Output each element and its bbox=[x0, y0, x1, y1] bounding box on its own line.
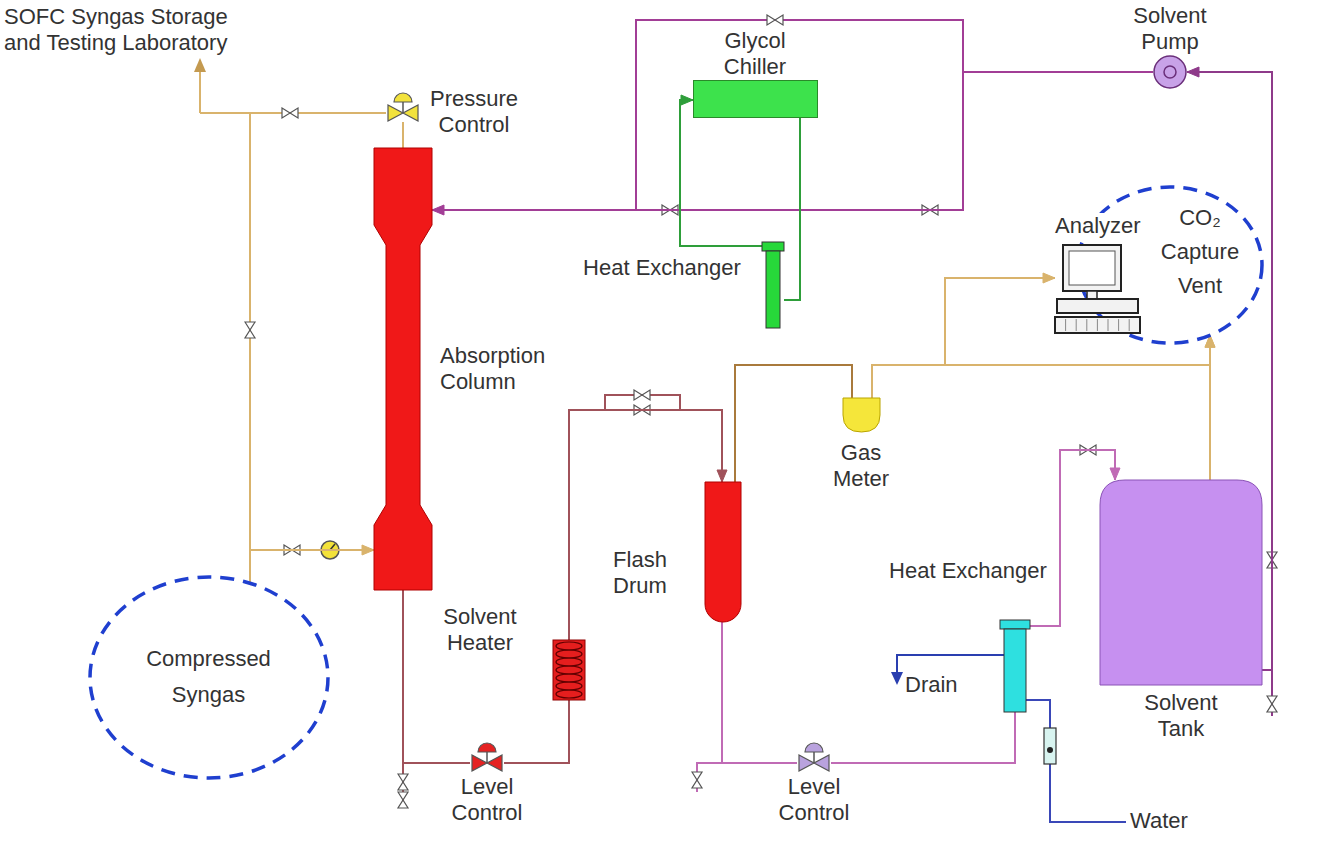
pipe-connector bbox=[250, 545, 374, 583]
destination-label: SOFC Syngas Storage and Testing Laborato… bbox=[4, 4, 244, 56]
node-label: Analyzer bbox=[1055, 213, 1150, 239]
computer-outline bbox=[1055, 245, 1140, 335]
node-label: Solvent Pump bbox=[1125, 3, 1215, 55]
water-label: Water bbox=[1130, 808, 1210, 834]
arrowhead bbox=[891, 672, 903, 685]
heat-exchanger: Heat Exchanger bbox=[762, 242, 784, 328]
pipe-connector bbox=[569, 410, 727, 640]
column-outline bbox=[374, 148, 432, 590]
arrowhead bbox=[681, 95, 693, 105]
valve-symbol bbox=[634, 390, 650, 400]
pipe-line bbox=[402, 122, 404, 148]
level-control-valve: Level Control bbox=[797, 742, 831, 772]
arrowhead bbox=[717, 470, 727, 482]
bypass-pipe bbox=[605, 395, 680, 410]
node-label: Heat Exchanger bbox=[572, 255, 752, 281]
node-label: CO₂ Capture Vent bbox=[1152, 201, 1248, 303]
pump-outline bbox=[1153, 55, 1187, 89]
flash-drum: Flash Drum bbox=[705, 482, 741, 622]
heater-outline bbox=[553, 640, 585, 700]
arrowhead bbox=[1110, 468, 1120, 480]
node-label: Flash Drum bbox=[600, 547, 680, 599]
dashed-ellipse: Compressed Syngas bbox=[88, 575, 330, 780]
analyzer-computer: Analyzer bbox=[1055, 245, 1140, 335]
drum-outline bbox=[705, 482, 741, 622]
pipe-connector bbox=[831, 712, 1015, 763]
chiller-box: Glycol Chiller bbox=[693, 80, 818, 118]
flow-meter bbox=[1044, 728, 1056, 764]
pump-symbol: Solvent Pump bbox=[1153, 55, 1187, 89]
valve-outline bbox=[797, 742, 831, 772]
node-label: Gas Meter bbox=[826, 440, 896, 492]
valve-symbol bbox=[282, 108, 298, 118]
pipe-connector bbox=[403, 122, 404, 148]
pipe-line bbox=[504, 700, 569, 763]
valve-symbol bbox=[398, 792, 408, 808]
node-label: Absorption Column bbox=[440, 343, 565, 395]
pipe-line bbox=[872, 335, 1210, 398]
arrowhead bbox=[432, 205, 444, 215]
tank-outline bbox=[1100, 480, 1262, 685]
node-label: Level Control bbox=[447, 774, 527, 826]
solvent-heater: Solvent Heater bbox=[553, 640, 585, 700]
valve-symbol bbox=[692, 772, 702, 788]
node-label: Solvent Heater bbox=[425, 604, 535, 656]
valve-symbol bbox=[767, 15, 783, 25]
pipe-line bbox=[784, 118, 800, 300]
valve-symbol bbox=[245, 322, 255, 338]
rect-outline bbox=[693, 80, 818, 118]
level-control-valve: Level Control bbox=[470, 742, 504, 772]
pipe-line bbox=[1209, 335, 1211, 480]
tee-outline bbox=[762, 242, 784, 328]
control-valve: Pressure Control bbox=[386, 92, 420, 122]
pipe-connector bbox=[1205, 335, 1215, 480]
pipe-line bbox=[722, 622, 797, 763]
node-label: Compressed Syngas bbox=[141, 641, 276, 713]
pipe-connector bbox=[504, 700, 569, 763]
arrowhead bbox=[362, 545, 374, 555]
node-label: Solvent Tank bbox=[1136, 690, 1226, 742]
pipe-line bbox=[250, 550, 374, 583]
heat-exchanger: Heat Exchanger bbox=[1000, 620, 1030, 712]
pipe-line bbox=[872, 278, 1055, 398]
arrowhead bbox=[1187, 67, 1199, 77]
ellipse-outline bbox=[88, 575, 330, 780]
node-label: Glycol Chiller bbox=[710, 28, 800, 80]
water-pipe bbox=[1022, 700, 1126, 822]
pipe-connector bbox=[872, 273, 1055, 398]
pipe-line bbox=[569, 410, 722, 640]
arrowhead bbox=[1043, 273, 1055, 283]
gas-meter: Gas Meter bbox=[843, 398, 880, 432]
drain-pipe bbox=[897, 655, 1008, 674]
pipe-connector bbox=[872, 335, 1215, 398]
valve-outline bbox=[470, 742, 504, 772]
pipe-connector bbox=[722, 622, 797, 763]
pipe-connector bbox=[432, 72, 1153, 215]
meter-outline bbox=[843, 398, 880, 432]
drain-label: Drain bbox=[905, 672, 975, 698]
absorption-column: Absorption Column bbox=[374, 148, 432, 590]
solvent-tank: Solvent Tank bbox=[1100, 480, 1262, 685]
valve-symbol bbox=[398, 774, 408, 790]
arrowhead bbox=[194, 58, 206, 72]
pipe-line bbox=[735, 365, 852, 482]
node-label: Heat Exchanger bbox=[878, 558, 1058, 584]
valve-outline bbox=[386, 92, 420, 122]
pipe-line bbox=[432, 72, 1153, 210]
pipe-connector bbox=[735, 365, 852, 482]
pipe-line bbox=[831, 712, 1015, 763]
valve-symbol bbox=[1267, 696, 1277, 712]
tee-outline bbox=[1000, 620, 1030, 712]
node-label: Level Control bbox=[774, 774, 854, 826]
syngas-pipe bbox=[200, 68, 386, 550]
pipe-line bbox=[680, 100, 762, 246]
pipe-connector bbox=[784, 118, 800, 300]
node-label: Pressure Control bbox=[424, 86, 524, 138]
